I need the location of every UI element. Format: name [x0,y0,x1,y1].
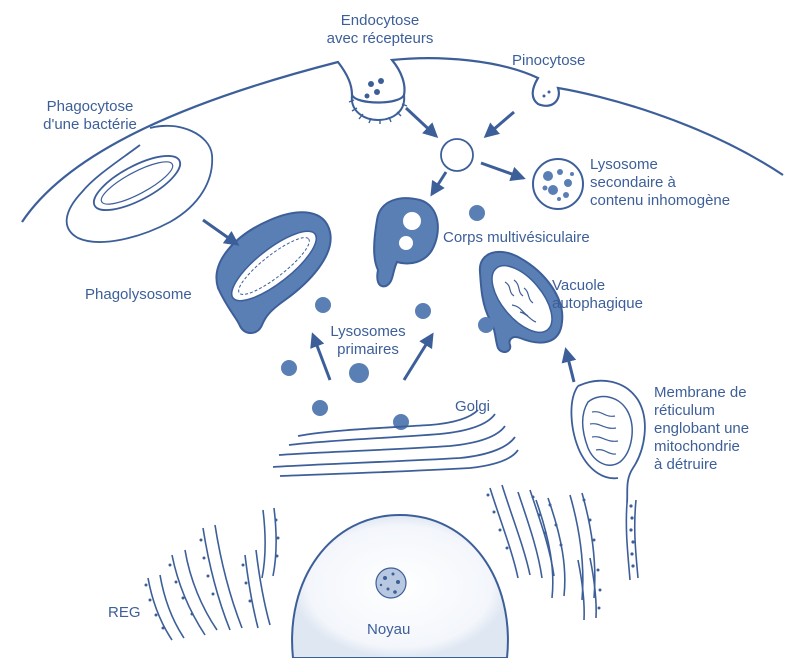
label-endocytose: Endocytose avec récepteurs [300,12,460,48]
label-membrane-reticulum: Membrane de réticulum englobant une mito… [654,384,749,474]
ligand-dot [378,78,384,84]
pinocytosis-dot [548,91,551,94]
bacterium-inner [97,155,178,212]
mvb-vesicle [403,212,421,230]
reticulum-mitochondrion [583,397,632,466]
nucleolus [376,568,406,598]
reg-right [490,485,596,620]
arrow-reticulum-to-vacuole [566,350,574,382]
primary-lysosome [415,303,431,319]
label-reg: REG [108,604,141,622]
bacterium [87,145,188,220]
ligand-dot [365,94,370,99]
primary-lysosome [478,317,494,333]
label-lysosome-secondaire: Lysosome secondaire à contenu inhomogène [590,156,730,210]
primary-lysosome [349,363,369,383]
arrow-endosome-to-mvb [432,172,446,194]
primary-lysosome [315,297,331,313]
arrow-pinocytosis-to-endosome [486,112,514,136]
reticulum-cristae [590,412,618,454]
arrow-endosome-to-lysosome [481,163,523,178]
label-lysosomes-primaires: Lysosomes primaires [318,323,418,359]
arrow-phagocytosis-to-phagolysosome [203,220,237,244]
phagocytosis-fold [67,126,213,242]
secondary-lysosome [533,159,583,209]
endocytosis-pit [352,95,404,120]
label-noyau: Noyau [367,621,410,639]
ligand-dot [374,89,380,95]
mvb-vesicle [399,236,413,250]
primary-lysosome [312,400,328,416]
label-phagocytose: Phagocytose d'une bactérie [30,98,150,134]
vesicle-small [469,205,485,221]
reg-left [148,508,276,640]
reticulum-membrane [571,381,644,503]
reticulum-ribosomes [629,504,634,567]
endosome [441,139,473,171]
label-golgi: Golgi [455,398,490,416]
arrow-endocytosis-to-endosome [406,108,436,136]
primary-lysosome [281,360,297,376]
pinocytosis-dot [543,95,546,98]
label-vacuole: Vacuole autophagique [552,277,643,313]
label-phagolysosome: Phagolysosome [85,286,192,304]
label-pinocytose: Pinocytose [512,52,585,70]
label-corps-multivesiculaire: Corps multivésiculaire [443,229,590,247]
reticulum-tube [626,500,638,580]
ligand-dot [368,81,374,87]
